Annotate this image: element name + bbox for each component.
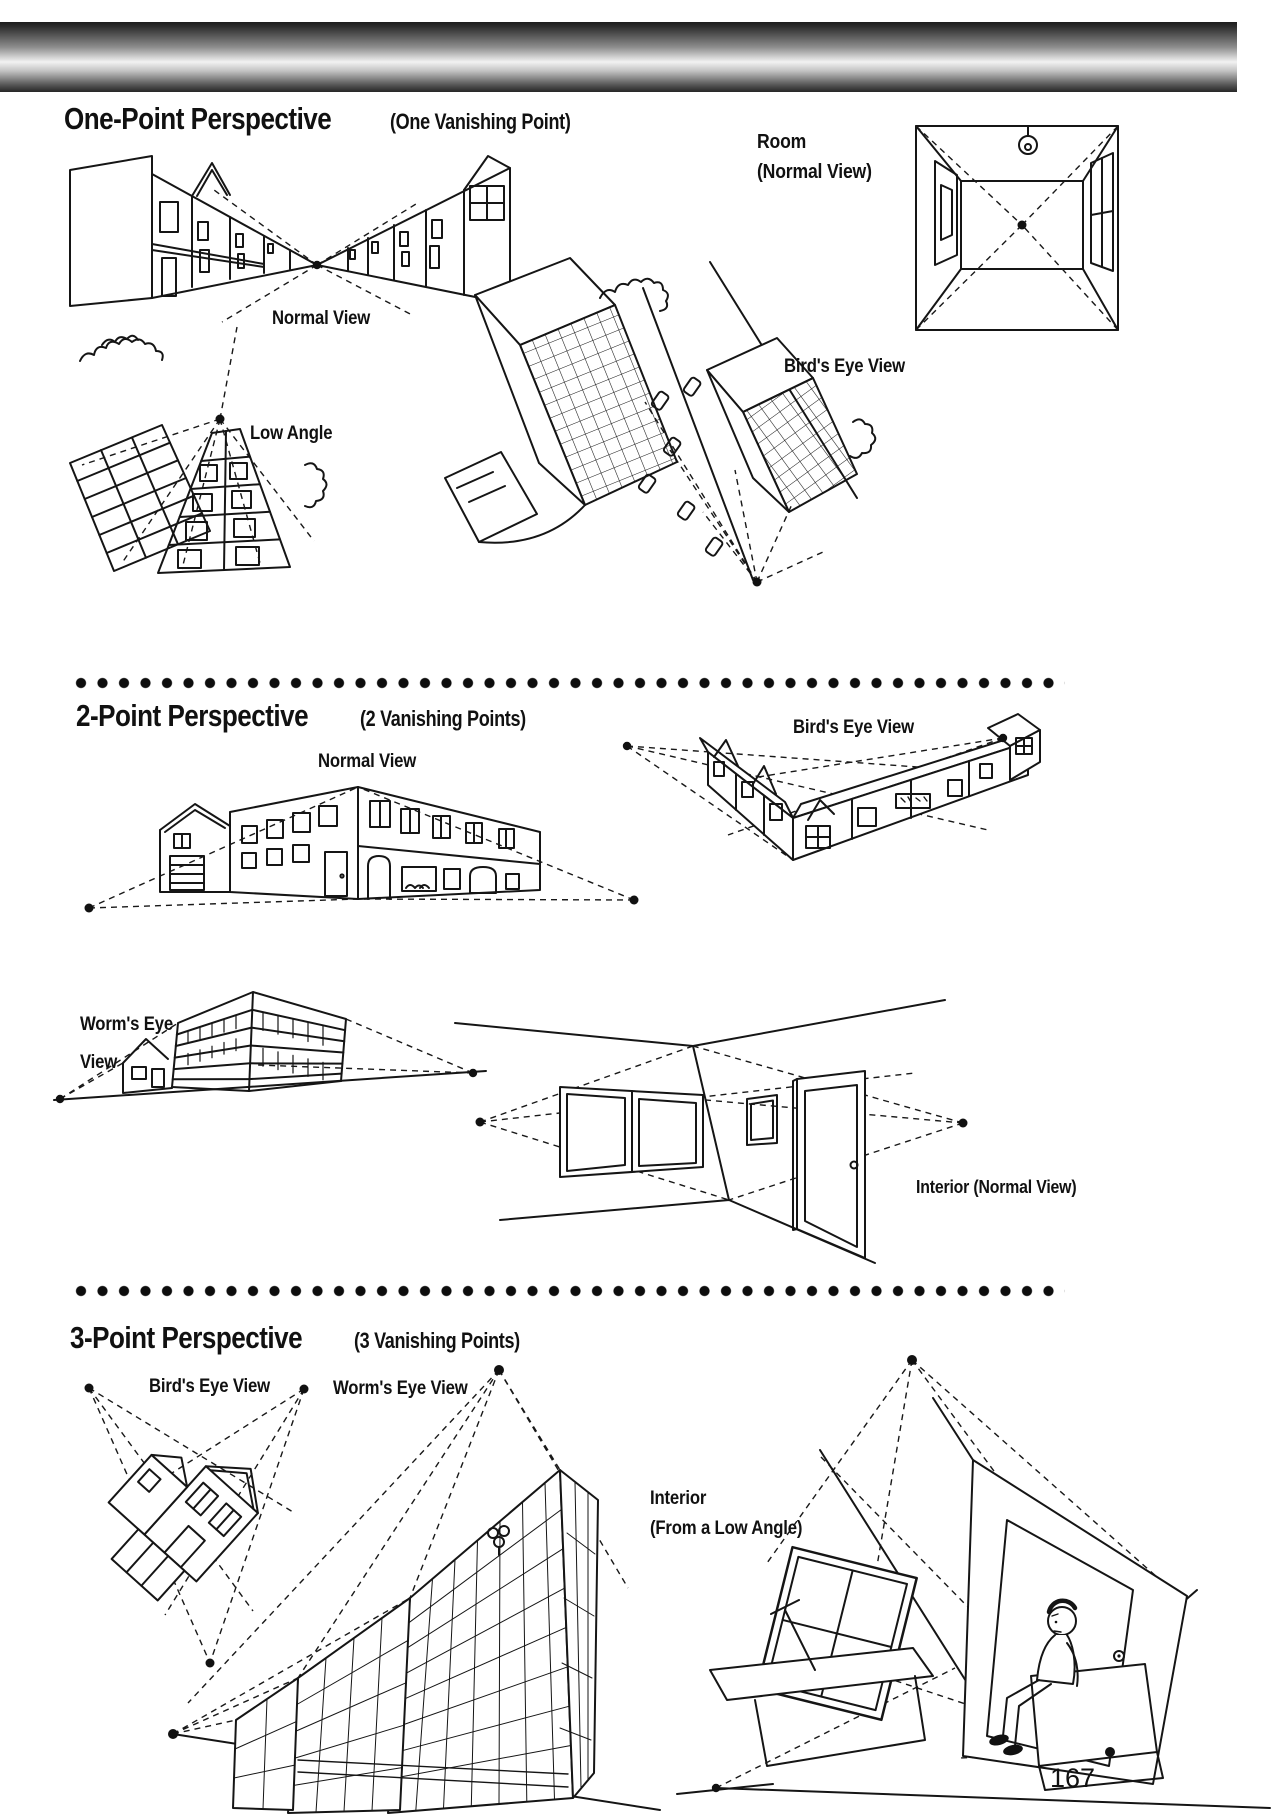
two-point-normal-illustration [84, 786, 639, 913]
section-title: One-Point Perspective [64, 101, 332, 136]
section-title: 3-Point Perspective [70, 1320, 303, 1355]
label-birds-eye-3pt: Bird's Eye View [149, 1376, 270, 1397]
two-point-birds-eye-illustration [622, 713, 1041, 861]
label-room-line1: Room [757, 131, 807, 153]
section-title: 2-Point Perspective [76, 698, 309, 733]
one-point-low-angle-illustration [69, 326, 328, 574]
label-worms-eye-2pt-line1: Worm's Eye [80, 1014, 173, 1035]
label-room-line2: (Normal View) [757, 161, 872, 183]
one-point-birds-eye-illustration [444, 257, 877, 587]
three-point-interior-illustration [676, 1355, 1271, 1809]
section-one-point-heading: One-Point Perspective (One Vanishing Poi… [64, 101, 610, 137]
section-subtitle: (One Vanishing Point) [390, 109, 571, 134]
label-birds-eye-2pt: Bird's Eye View [793, 717, 914, 738]
label-normal-view-2pt: Normal View [318, 751, 417, 772]
dotted-divider [75, 677, 1065, 689]
label-birds-eye-1pt: Bird's Eye View [784, 356, 905, 377]
label-normal-view-1pt: Normal View [272, 308, 371, 329]
section-two-point-heading: 2-Point Perspective (2 Vanishing Points) [76, 698, 563, 734]
label-interior-2pt: Interior (Normal View) [916, 1177, 1077, 1197]
two-point-interior-illustration [454, 999, 968, 1264]
one-point-room-illustration [915, 125, 1119, 331]
section-subtitle: (2 Vanishing Points) [360, 706, 527, 731]
three-point-worms-eye-illustration [168, 1365, 661, 1814]
section-subtitle: (3 Vanishing Points) [354, 1328, 521, 1353]
two-point-worms-eye-illustration [53, 991, 487, 1104]
label-low-angle: Low Angle [250, 423, 333, 444]
metallic-divider-bar [0, 22, 1237, 92]
label-interior-3pt-line2: (From a Low Angle) [650, 1518, 803, 1539]
page-number: 167 [1050, 1763, 1096, 1793]
label-worms-eye-3pt: Worm's Eye View [333, 1378, 468, 1399]
dotted-divider [75, 1285, 1065, 1297]
section-three-point-heading: 3-Point Perspective (3 Vanishing Points) [70, 1320, 557, 1356]
one-point-street-illustration [69, 155, 511, 323]
label-interior-3pt-line1: Interior [650, 1488, 707, 1509]
three-point-birds-eye-illustration [84, 1383, 309, 1668]
